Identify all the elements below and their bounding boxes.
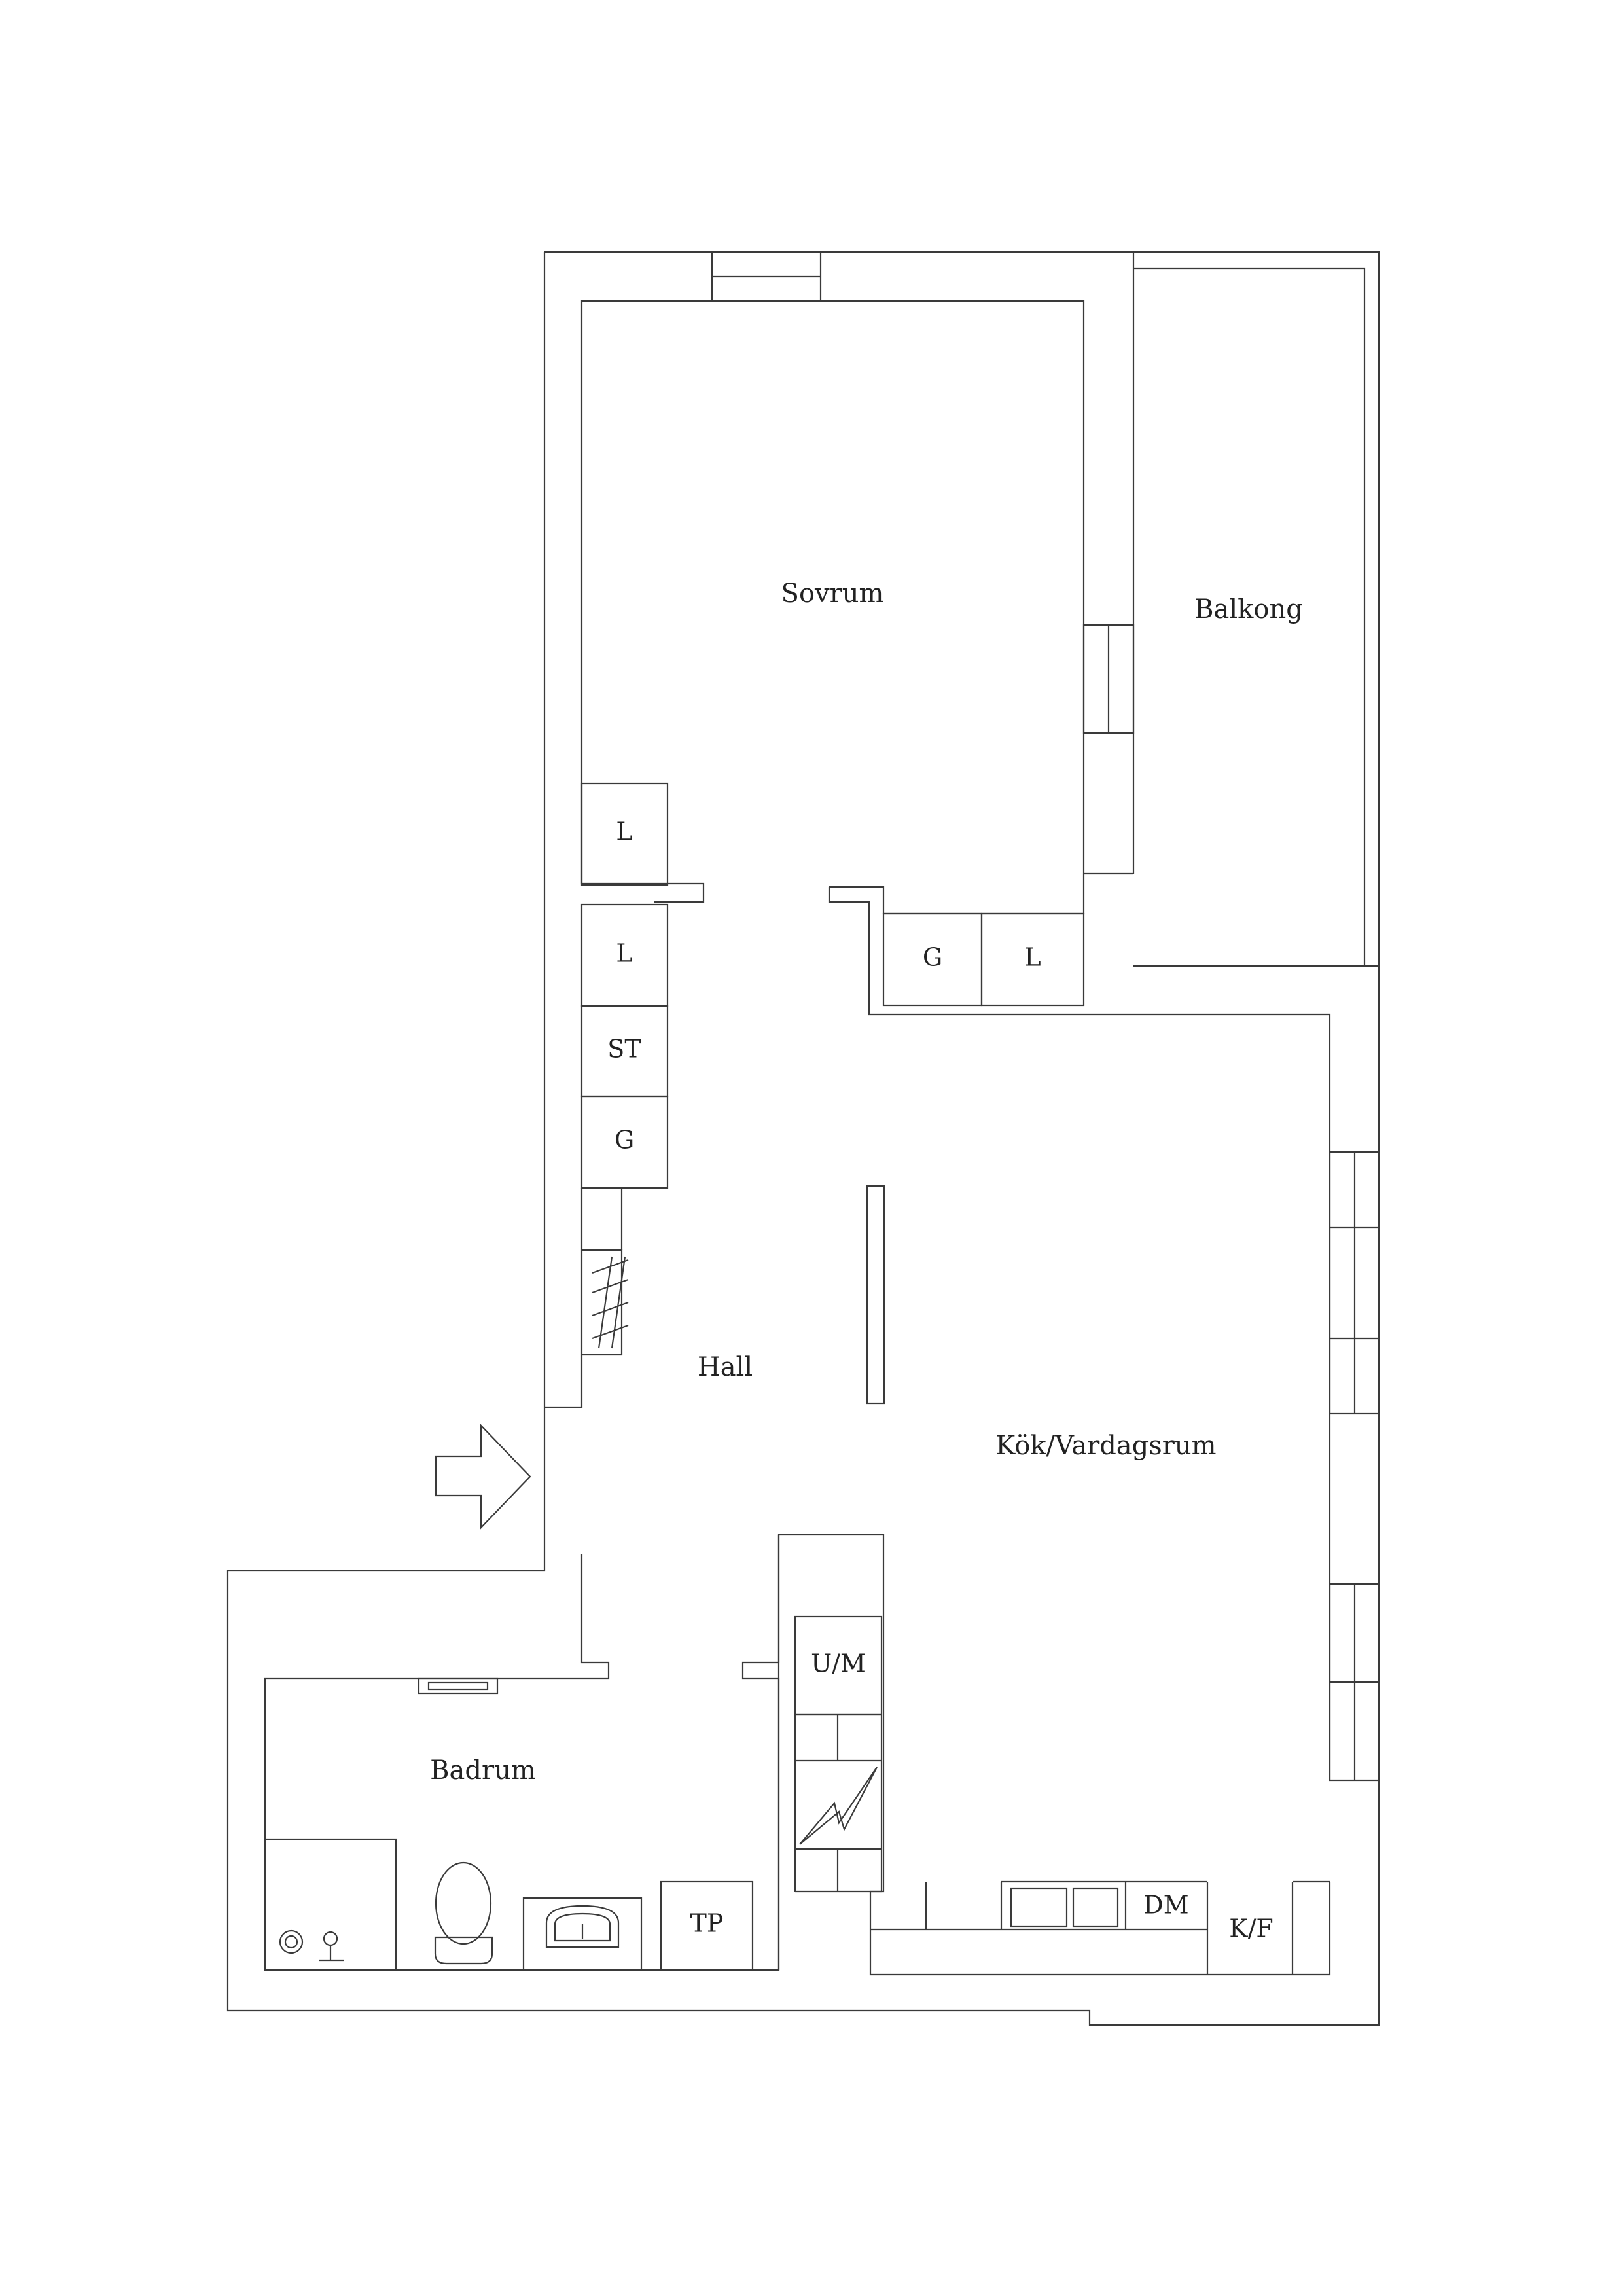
kitchen-counter <box>870 1880 1330 1975</box>
balcony <box>1133 267 1379 967</box>
shower-valve-icon <box>323 1931 338 1946</box>
cabinet-label-l: L <box>1024 943 1041 972</box>
bathroom-walls <box>264 1534 1331 1976</box>
cabinet-label-tp: TP <box>690 1909 724 1938</box>
stove-hob <box>1010 1887 1068 1928</box>
window-top <box>711 251 822 302</box>
cabinet-label-st: ST <box>607 1035 641 1064</box>
tp-cabinet <box>660 1880 754 1971</box>
bedroom-walls <box>580 252 1331 1780</box>
cabinet-label-sovrum-l: L <box>616 817 632 846</box>
entrance-arrow-icon <box>435 1424 531 1530</box>
room-label-kok-vardagsrum: Kök/Vardagsrum <box>995 1431 1216 1461</box>
windows-right <box>1329 1151 1380 1782</box>
mirror-cabinet <box>418 1677 499 1695</box>
outer-walls <box>226 251 1380 2026</box>
toilet-icon <box>435 1861 492 1945</box>
coat-rack <box>592 1256 629 1349</box>
room-label-hall: Hall <box>698 1352 753 1382</box>
bedroom-closets <box>882 912 1085 1007</box>
room-label-badrum: Badrum <box>430 1755 536 1785</box>
room-label-sovrum: Sovrum <box>781 579 884 609</box>
balcony-door <box>1082 624 1135 734</box>
cabinet-label-hall-g: G <box>615 1126 634 1155</box>
sink-cabinet <box>522 1897 643 1971</box>
utility-column <box>794 1615 883 1893</box>
cabinet-label-g: G <box>923 943 942 972</box>
cabinet-label-hall-l: L <box>616 939 632 968</box>
cabinet-label-um: U/M <box>811 1649 866 1678</box>
cabinet-label-dm: DM <box>1143 1891 1188 1920</box>
bathroom-fixtures <box>264 1677 754 1971</box>
cabinet-label-kf: K/F <box>1229 1914 1274 1943</box>
electrical-panel-icon <box>799 1767 878 1845</box>
shower-area <box>264 1838 397 1971</box>
hall-wardrobes <box>544 782 669 1408</box>
sink-icon <box>545 1905 620 1948</box>
shower-drain-icon <box>279 1929 304 1954</box>
partition-wall <box>866 1185 885 1405</box>
room-label-balkong: Balkong <box>1194 594 1303 624</box>
